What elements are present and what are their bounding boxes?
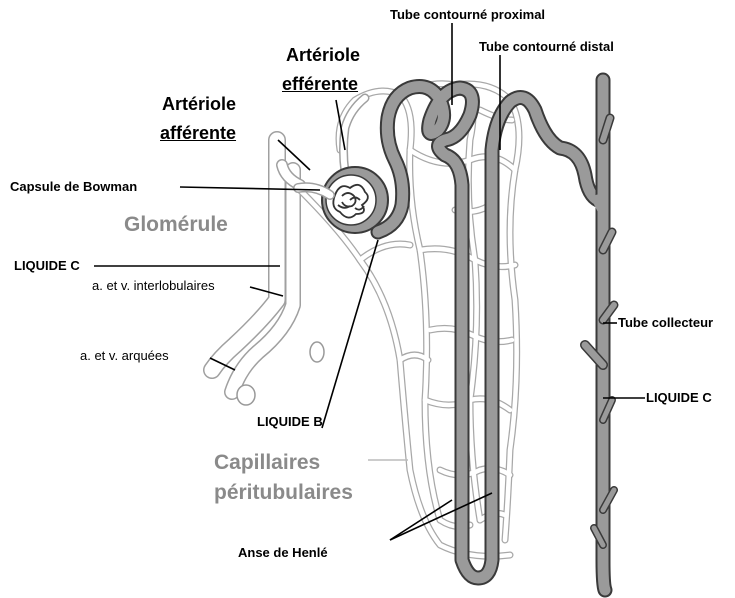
collecting-duct	[585, 80, 614, 590]
label-arquees: a. et v. arquées	[80, 349, 169, 362]
label-tube-collecteur: Tube collecteur	[618, 316, 713, 329]
leader-liquide-b	[322, 240, 378, 428]
label-capillaires-1: Capillaires	[214, 452, 320, 473]
label-interlobulaires: a. et v. interlobulaires	[92, 279, 215, 292]
label-liquide-b: LIQUIDE B	[257, 415, 323, 428]
label-liquide-c-left: LIQUIDE C	[14, 259, 80, 272]
label-arteriole-efferente-2: efférente	[282, 75, 358, 93]
label-arteriole-efferente-1: Artériole	[286, 46, 360, 64]
label-tube-distal: Tube contourné distal	[479, 40, 614, 53]
label-capsule-bowman: Capsule de Bowman	[10, 180, 137, 193]
label-anse-henle: Anse de Henlé	[238, 546, 328, 559]
label-arteriole-afferente-2: afférente	[160, 124, 236, 142]
label-liquide-c-right: LIQUIDE C	[646, 391, 712, 404]
label-capillaires-2: péritubulaires	[214, 482, 353, 503]
label-glomerule: Glomérule	[124, 214, 228, 235]
label-arteriole-afferente-1: Artériole	[162, 95, 236, 113]
label-tube-proximal: Tube contourné proximal	[390, 8, 545, 21]
